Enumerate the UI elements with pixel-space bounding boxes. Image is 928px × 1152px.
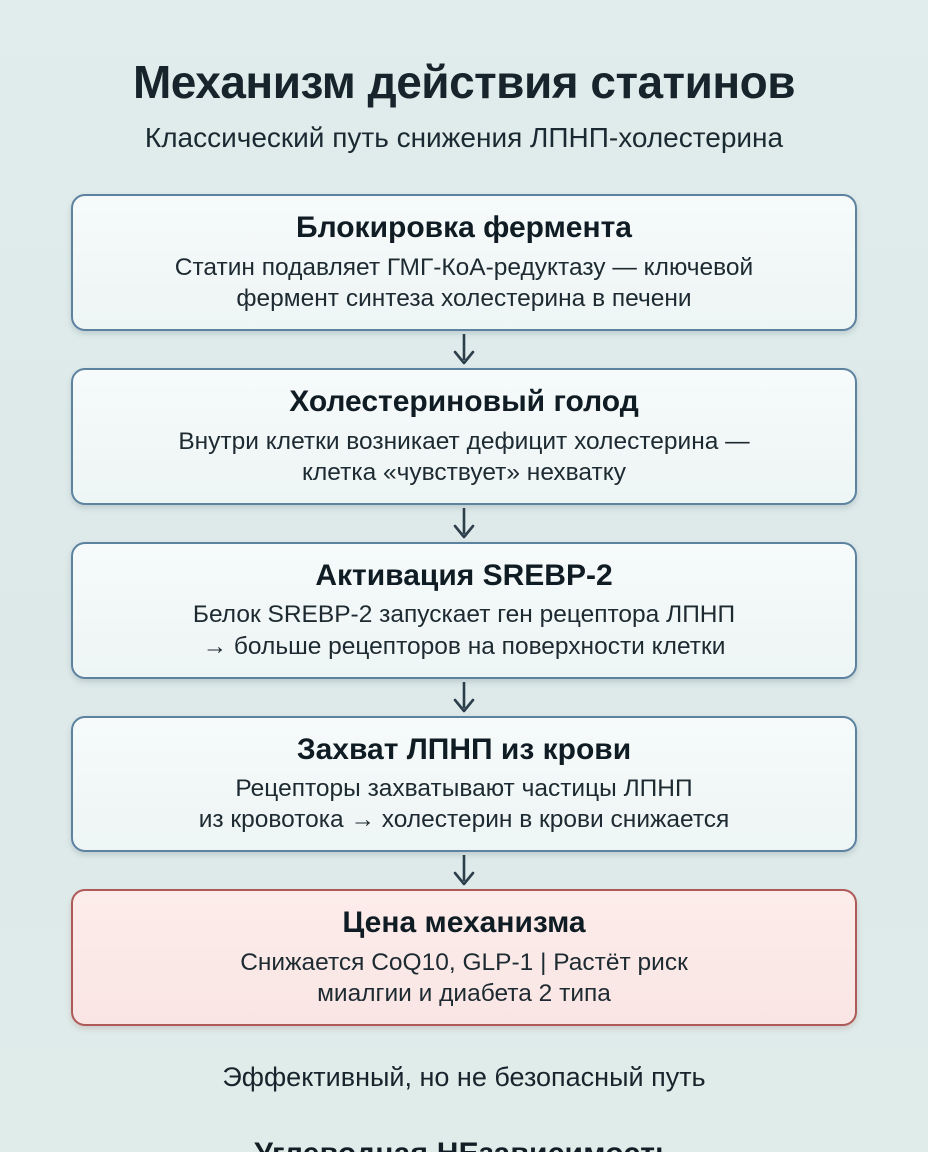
step-title: Холестериновый голод: [289, 385, 639, 419]
step-body-line: Снижается CoQ10, GLP-1 | Растёт риск: [240, 948, 688, 976]
step-body-line: Белок SREBP-2 запускает ген рецептора ЛП…: [192, 601, 736, 629]
brand-name: Углеводная НЕзависимость: [0, 1137, 928, 1152]
step-title: Блокировка фермента: [296, 211, 632, 245]
header: Механизм действия статинов Классический …: [0, 0, 928, 154]
step-title: Цена механизма: [342, 906, 586, 940]
flow-step-ldl-uptake: Захват ЛПНП из крови Рецепторы захватыва…: [71, 715, 857, 853]
flow-step-starvation: Холестериновый голод Внутри клетки возни…: [71, 368, 857, 505]
down-arrow-icon: [453, 507, 475, 539]
step-body: Статин подавляет ГМГ-КоА-редуктазу — клю…: [93, 252, 835, 314]
page-title: Механизм действия статинов: [132, 56, 796, 108]
step-body-line: клетка «чувствует» нехватку: [302, 458, 626, 486]
footer-note: Эффективный, но не безопасный путь: [222, 1062, 706, 1093]
down-arrow-icon: [453, 855, 475, 886]
step-body: Внутри клетки возникает дефицит холестер…: [93, 426, 835, 488]
connector: [0, 679, 928, 716]
connector: [0, 852, 928, 889]
step-body-line: Рецепторы захватывают частицы ЛПНП: [235, 775, 693, 803]
step-title: Активация SREBP-2: [315, 558, 613, 592]
step-title: Захват ЛПНП из крови: [296, 732, 632, 766]
down-arrow-icon: [453, 334, 475, 365]
step-body: Снижается CoQ10, GLP-1 | Растёт риск миал…: [93, 947, 835, 1009]
connector: [0, 331, 928, 368]
page-subtitle: Классический путь снижения ЛПНП-холестер…: [144, 121, 784, 153]
down-arrow-icon: [453, 681, 475, 712]
flow-step-cost: Цена механизма Снижается CoQ10, GLP-1 | …: [71, 889, 857, 1027]
connector: [0, 505, 928, 542]
step-body-line: фермент синтеза холестерина в печени: [236, 285, 692, 313]
flowchart: Блокировка фермента Статин подавляет ГМГ…: [0, 194, 928, 1027]
step-body: Рецепторы захватывают частицы ЛПНП из кро…: [93, 773, 835, 835]
step-body-line: Внутри клетки возникает дефицит холестер…: [178, 427, 750, 455]
step-body: Белок SREBP-2 запускает ген рецептора ЛП…: [93, 599, 835, 661]
step-body-line: из кровотока → холестерин в крови снижае…: [198, 806, 730, 834]
step-body-line: → больше рецепторов на поверхности клетк…: [202, 632, 726, 660]
flow-step-blocking: Блокировка фермента Статин подавляет ГМГ…: [71, 194, 857, 332]
flow-step-srebp2: Активация SREBP-2 Белок SREBP-2 запускае…: [71, 541, 857, 679]
step-body-line: Статин подавляет ГМГ-КоА-редуктазу — клю…: [174, 253, 754, 281]
step-body-line: миалгии и диабета 2 типа: [317, 979, 611, 1007]
